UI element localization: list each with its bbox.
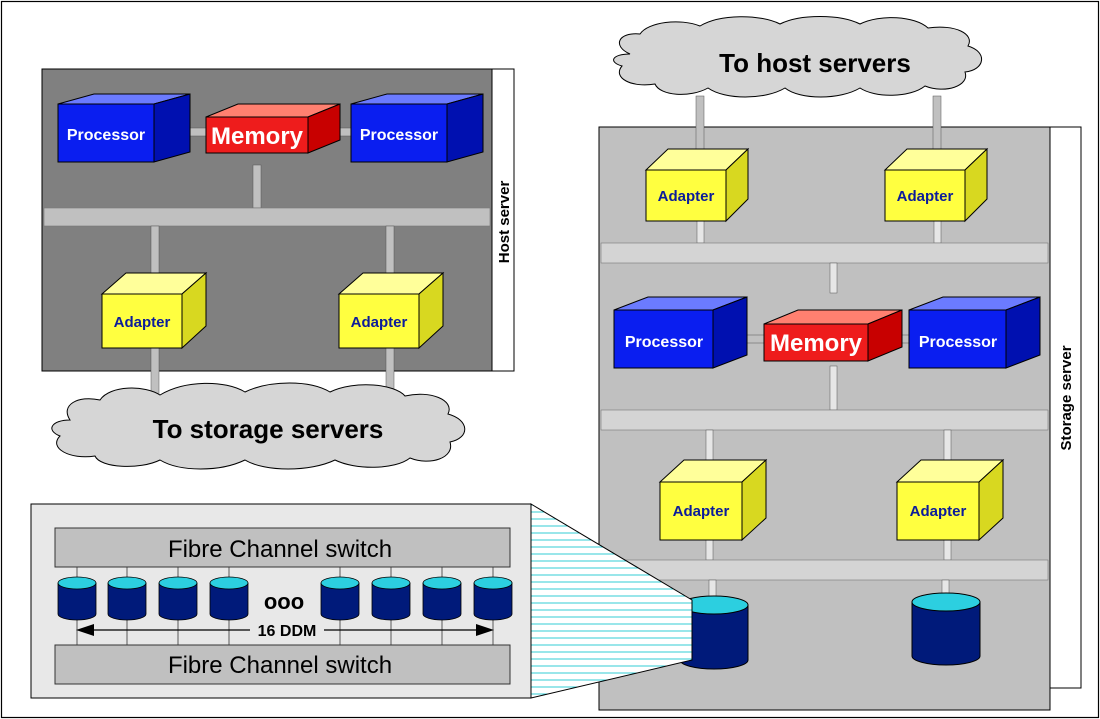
storage-bus-2	[600, 409, 1049, 431]
host-server: Host server Processor Memory P	[41, 68, 515, 397]
host-bus-adapter-left-link	[150, 225, 160, 275]
storage-bus-1	[600, 242, 1049, 264]
ddm-disk-4	[209, 576, 249, 621]
cloud-adapter-left-link	[695, 95, 705, 155]
host-bus-adapter-right-link	[385, 225, 395, 275]
adapter-bus3-right-link	[943, 539, 952, 561]
host-adapter-left-label: Adapter	[114, 314, 171, 331]
storage-bottom-adapter-right-label: Adapter	[910, 503, 967, 520]
ddm-disk-7	[422, 576, 462, 621]
storage-processor-left-label: Processor	[625, 334, 703, 351]
host-processor-left: Processor	[57, 93, 191, 163]
fc-switch-bottom-label: Fibre Channel switch	[168, 652, 392, 679]
storage-processor-right-label: Processor	[919, 334, 997, 351]
ddm-disk-6	[371, 576, 411, 621]
memory-bus2-link	[829, 365, 838, 411]
host-memory: Memory	[205, 103, 341, 154]
storage-server-label: Storage server	[1058, 345, 1075, 450]
storage-memory-label: Memory	[770, 330, 863, 357]
storage-memory: Memory	[763, 309, 903, 362]
storage-bottom-adapter-left: Adapter	[658, 458, 768, 542]
ddm-disk-2	[107, 576, 147, 621]
host-adapter-right-label: Adapter	[351, 314, 408, 331]
adapter-bus3-left-link	[705, 539, 714, 561]
storage-disk-right	[911, 592, 981, 666]
storage-server-side-tab	[1049, 126, 1082, 689]
ddm-disk-8	[473, 576, 513, 621]
fc-switch-top-label: Fibre Channel switch	[168, 536, 392, 563]
ddm-disk-5	[320, 576, 360, 621]
host-processor-right: Processor	[350, 93, 484, 163]
ddm-disk-3	[158, 576, 198, 621]
host-bus	[43, 207, 491, 227]
ddm-ellipsis: ooo	[264, 589, 304, 614]
adapter-bus1-right-link	[933, 220, 942, 244]
storage-bottom-adapter-right: Adapter	[895, 458, 1005, 542]
host-servers-cloud-label: To host servers	[719, 48, 911, 78]
host-memory-label: Memory	[211, 123, 304, 150]
host-adapter-left: Adapter	[100, 271, 208, 350]
host-server-label: Host server	[496, 181, 513, 264]
storage-servers-cloud-label: To storage servers	[153, 414, 384, 444]
host-processor-right-label: Processor	[360, 127, 438, 144]
host-processor-left-label: Processor	[67, 127, 145, 144]
host-servers-cloud: To host servers	[613, 16, 982, 98]
storage-processor-right: Processor	[908, 296, 1041, 369]
storage-top-adapter-left-label: Adapter	[658, 188, 715, 205]
host-adapter-right: Adapter	[337, 271, 445, 350]
storage-top-adapter-right: Adapter	[883, 147, 989, 223]
host-mem-bus-link	[252, 164, 262, 209]
fc-switch-top	[54, 527, 511, 568]
fc-switch-bottom	[54, 644, 511, 685]
host-adapter-left-cloud-link	[150, 347, 160, 397]
storage-processor-left: Processor	[613, 296, 748, 369]
ddm-disk-1	[57, 576, 97, 621]
storage-bus-3	[600, 559, 1049, 581]
storage-top-adapter-right-label: Adapter	[897, 188, 954, 205]
storage-bottom-adapter-left-label: Adapter	[673, 503, 730, 520]
ddm-detail: Fibre Channel switch Fibre Channel switc…	[30, 503, 693, 699]
cloud-adapter-right-link	[932, 95, 942, 155]
ddm-count-label: 16 DDM	[258, 623, 317, 640]
ddm-double-arrow	[76, 621, 494, 639]
bus1-memory-link	[829, 262, 838, 294]
adapter-bus1-left-link	[696, 220, 705, 244]
storage-servers-cloud: To storage servers	[51, 382, 466, 470]
host-server-side-tab	[491, 68, 515, 372]
storage-top-adapter-left: Adapter	[644, 147, 750, 223]
